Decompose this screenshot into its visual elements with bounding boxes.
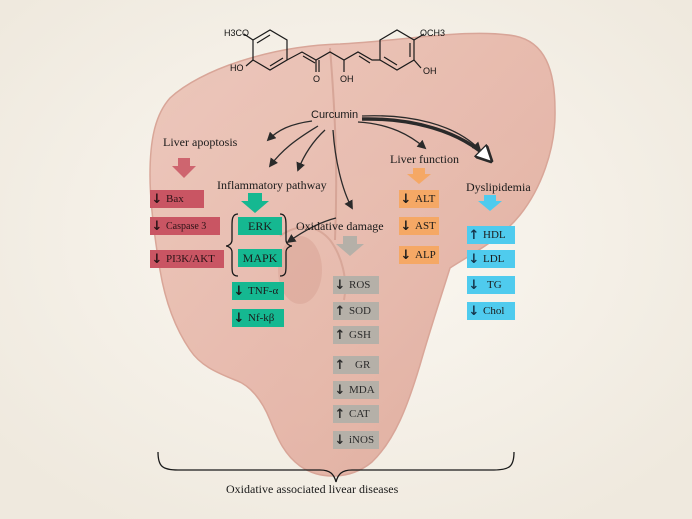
inflammatory-item-nf-kb: ↓Nf-kβ	[232, 309, 284, 327]
inflammatory-item-mapk: MAPK	[238, 249, 282, 267]
up-arrow-icon: ↑	[334, 357, 346, 373]
down-arrow-icon: ↓	[334, 277, 346, 293]
bottom-brace	[157, 451, 515, 483]
down-arrow-icon: ↓	[233, 283, 245, 299]
down-arrow-icon: ↓	[400, 247, 412, 263]
liver-apoptosis-title: Liver apoptosis	[163, 135, 238, 149]
curcumin-label: Curcumin	[311, 109, 359, 121]
down-arrow-icon: ↓	[233, 310, 245, 326]
down-arrow-icon: ↓	[334, 382, 346, 398]
keto-oxygen-label: O	[313, 74, 321, 84]
dyslipidemia-item-hdl: ↑HDL	[467, 226, 515, 244]
down-arrow-icon: ↓	[151, 191, 163, 207]
oxidative-item-ros: ↓ROS	[333, 276, 379, 294]
oxidative-item-mda: ↓MDA	[333, 381, 379, 399]
up-arrow-icon: ↑	[468, 227, 480, 243]
down-arrow-icon: ↓	[400, 191, 412, 207]
liver-function-item-alp: ↓ALP	[399, 246, 439, 264]
dyslipidemia-item-chol: ↓Chol	[467, 302, 515, 320]
down-arrow-icon: ↓	[151, 251, 163, 267]
oxidative-item-gsh: ↑GSH	[333, 326, 379, 344]
dyslipidemia-item-ldl: ↓LDL	[467, 250, 515, 268]
liver-shape	[149, 32, 556, 477]
inflammatory-pathway-title: Inflammatory pathway	[217, 178, 327, 192]
apoptosis-item-pi3k-akt: ↓PI3K/AKT	[150, 250, 224, 268]
down-arrow-icon: ↓	[468, 303, 480, 319]
inflammatory-item-tnf-alpha: ↓TNF-α	[232, 282, 284, 300]
dyslipidemia-item-tg: ↓TG	[467, 276, 515, 294]
hydroxyl-left-label: HO	[230, 63, 244, 73]
enol-hydroxyl-label: OH	[340, 74, 354, 84]
oxidative-item-inos: ↓iNOS	[333, 431, 379, 449]
curcumin-structure	[243, 29, 425, 72]
hydroxyl-right-label: OH	[423, 66, 437, 76]
down-arrow-icon: ↓	[468, 277, 480, 293]
liver-function-item-alt: ↓ALT	[399, 190, 439, 208]
oxidative-item-cat: ↑CAT	[333, 405, 379, 423]
liver-function-item-ast: ↓AST	[399, 217, 439, 235]
oxidative-item-sod: ↑SOD	[333, 302, 379, 320]
apoptosis-item-bax: ↓Bax	[150, 190, 204, 208]
pathway-arrows	[266, 115, 490, 244]
apoptosis-item-caspase3: ↓Caspase 3	[150, 217, 220, 235]
down-arrow-icon: ↓	[468, 251, 480, 267]
down-arrow-icon: ↓	[151, 218, 163, 234]
up-arrow-icon: ↑	[334, 406, 346, 422]
methoxy-left-label: H3CO	[224, 28, 250, 38]
pathway-big-arrows	[172, 158, 502, 256]
erk-mapk-bracket	[225, 213, 293, 277]
oxidative-damage-title: Oxidative damage	[296, 219, 384, 233]
footer-label: Oxidative associated livear diseases	[226, 482, 399, 496]
up-arrow-icon: ↑	[334, 303, 346, 319]
liver-function-title: Liver function	[390, 152, 459, 166]
inflammatory-item-erk: ERK	[238, 217, 282, 235]
down-arrow-icon: ↓	[334, 432, 346, 448]
up-arrow-icon: ↑	[334, 327, 346, 343]
oxidative-item-gr: ↑GR	[333, 356, 379, 374]
dyslipidemia-title: Dyslipidemia	[466, 180, 531, 194]
down-arrow-icon: ↓	[400, 218, 412, 234]
methoxy-right-label: OCH3	[420, 28, 446, 38]
